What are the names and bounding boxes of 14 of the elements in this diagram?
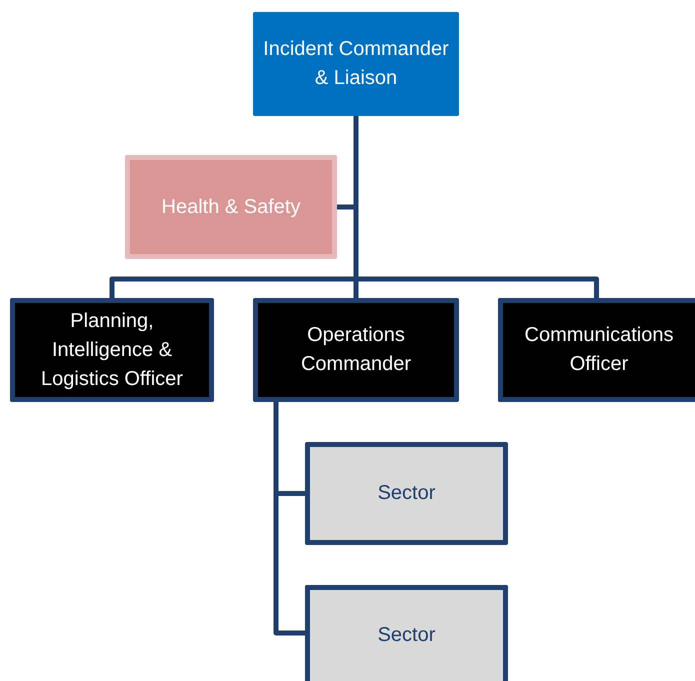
role-label: Incident Commander & Liaison xyxy=(262,37,450,91)
sector-box xyxy=(305,442,508,545)
role-box xyxy=(253,298,459,402)
role-box xyxy=(10,298,214,402)
role-label: Health & Safety xyxy=(162,194,300,220)
role-box xyxy=(125,155,337,259)
role-label: Sector xyxy=(378,623,436,648)
sector-box xyxy=(305,585,508,681)
role-label: Operations Commander xyxy=(300,323,412,377)
role-label: Sector xyxy=(378,481,436,506)
role-box xyxy=(253,12,459,116)
role-label: Planning, Intelligence & Logistics Officer xyxy=(40,308,184,392)
role-label: Communications Officer xyxy=(524,323,674,377)
role-box xyxy=(498,298,695,402)
